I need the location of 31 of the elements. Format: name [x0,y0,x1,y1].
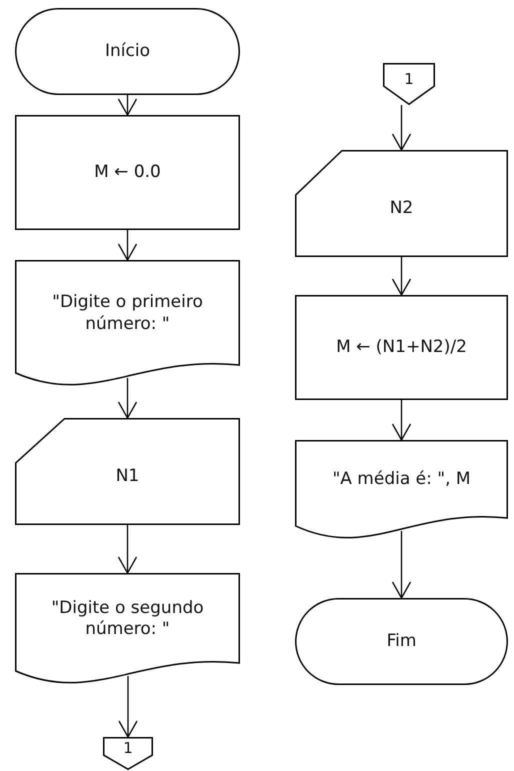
arrow [392,400,412,441]
node-text: M ← (N1+N2)/2 [336,336,467,358]
arrow [118,378,138,419]
node-text: N2 [390,198,414,220]
document-shape [295,440,508,538]
process-box [15,115,240,230]
node-text: "A média é: ", M [332,469,471,491]
manual-input-shape [15,418,240,525]
off-page-connector [103,737,153,770]
node-text: "Digite o primeiro número: " [51,292,204,335]
terminal-shape [295,598,508,685]
arrow [118,676,138,738]
arrow [118,230,138,261]
node-text: Início [105,40,150,62]
node-text: Fim [386,630,416,652]
arrow [392,257,412,296]
terminal-shape [15,8,240,95]
document-shape [15,573,240,684]
arrow [118,95,138,116]
arrow [392,531,412,599]
node-text: M ← 0.0 [94,162,161,184]
manual-input-shape [295,150,508,257]
off-page-connector [383,63,435,105]
arrow [118,525,138,574]
node-text: N1 [116,466,140,488]
process-box [295,295,508,400]
node-text: "Digite o segundo número: " [50,598,205,640]
node-text: 1 [404,70,414,88]
document-shape [15,260,240,386]
node-text: 1 [123,739,133,758]
arrow [392,105,412,151]
